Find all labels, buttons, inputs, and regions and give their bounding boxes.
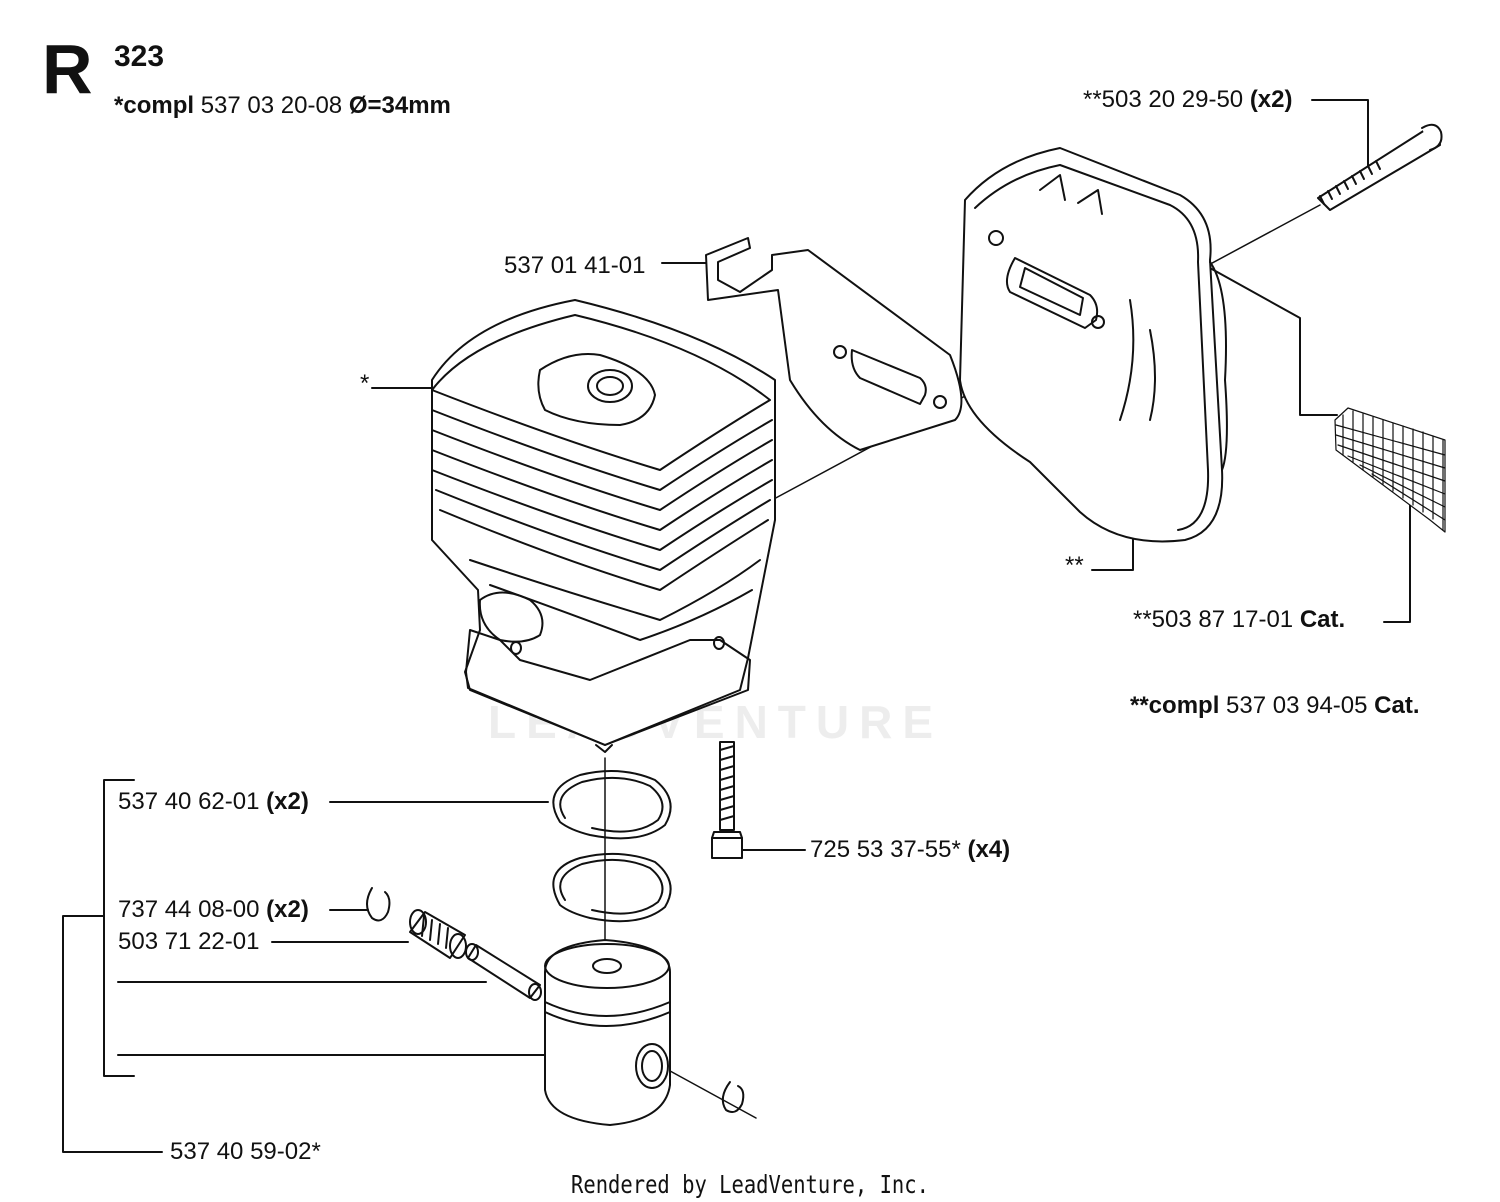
bracket-piston-kit — [62, 915, 163, 1153]
muffler-bracket-gasket — [705, 237, 963, 451]
muffler-body — [959, 147, 1228, 543]
leader-screen-2 — [1383, 504, 1411, 623]
leader-bolt — [1311, 99, 1369, 171]
callout-muffler-kit: **compl 537 03 94-05 Cat. — [1130, 692, 1420, 719]
section-letter: R — [42, 30, 93, 108]
spark-screen — [1334, 407, 1446, 533]
model-number: 323 — [114, 40, 165, 73]
callout-spark-screen: **503 87 17-01 Cat. — [1133, 606, 1346, 633]
leader-screen — [1209, 267, 1338, 416]
piston-pin — [465, 943, 542, 1001]
piston-ring-lower — [552, 852, 672, 923]
callout-needle-bearing: 503 71 22-01 — [118, 928, 260, 955]
piston — [544, 939, 671, 1126]
callout-piston-kit: 537 40 59-02* — [170, 1138, 321, 1165]
callout-muffler: ** — [1065, 552, 1084, 579]
leader-muffler — [1091, 529, 1134, 571]
callout-circlip: 737 44 08-00 (x2) — [118, 896, 309, 923]
circlip-left — [366, 887, 391, 922]
cylinder — [431, 299, 776, 753]
callout-bolt-long: **503 20 29-50 (x2) — [1083, 86, 1293, 113]
footer-credit: Rendered by LeadVenture, Inc. — [571, 1170, 929, 1199]
cylinder-screw — [711, 741, 743, 859]
callout-cylinder: * — [360, 370, 370, 397]
callout-piston-ring: 537 40 62-01 (x2) — [118, 788, 309, 815]
circlip-right — [721, 1081, 745, 1113]
callout-cylinder-screw: 725 53 37-55* (x4) — [810, 836, 1011, 863]
bracket-ring-group — [103, 779, 135, 1077]
assembly-kit-label: *compl 537 03 20-08 Ø=34mm — [114, 92, 451, 119]
long-bolt — [1317, 123, 1443, 211]
callout-bracket: 537 01 41-01 — [504, 252, 646, 279]
piston-ring-upper — [552, 770, 672, 840]
needle-bearing — [409, 909, 467, 959]
